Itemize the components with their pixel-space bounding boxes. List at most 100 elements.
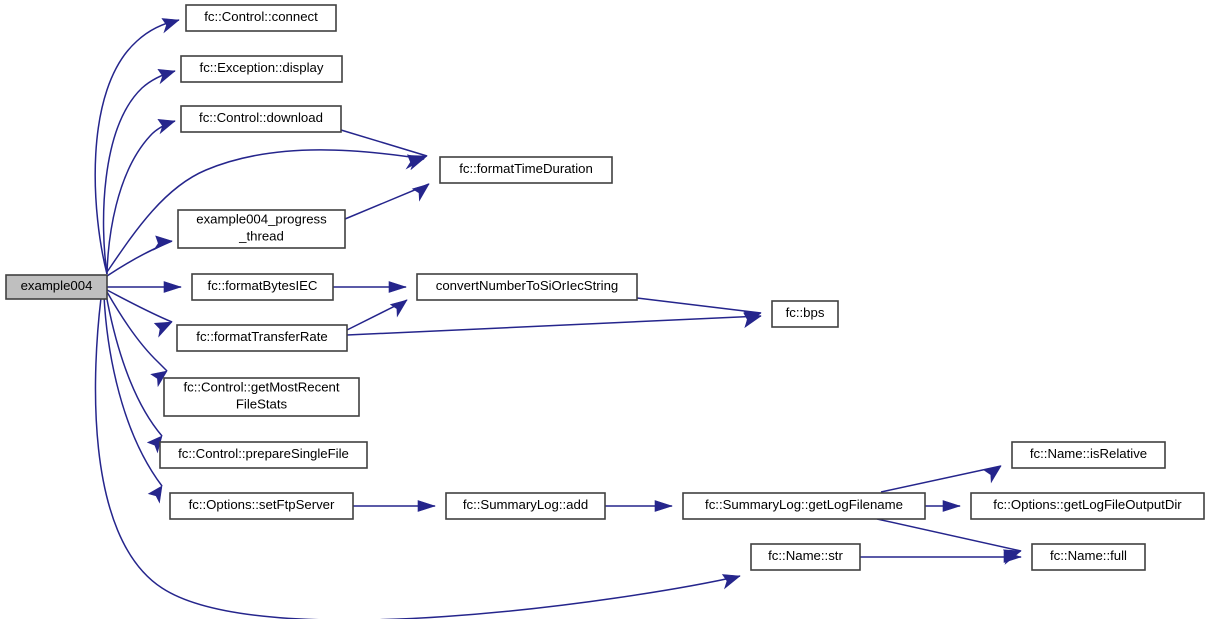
- edge-line: [880, 465, 1002, 493]
- edge-line: [103, 295, 163, 487]
- graph-node-nameStr[interactable]: fc::Name::str: [750, 543, 861, 571]
- node-box[interactable]: [176, 324, 348, 352]
- node-box[interactable]: [1031, 543, 1146, 571]
- node-box[interactable]: [180, 105, 342, 133]
- node-box[interactable]: [439, 156, 613, 184]
- call-edge-formatTransferRate-to-convertNumber: [346, 299, 408, 331]
- node-label: fc::Name::isRelative: [1030, 446, 1147, 461]
- node-label: fc::formatTimeDuration: [459, 161, 593, 176]
- node-label: fc::Control::download: [199, 110, 323, 125]
- node-box[interactable]: [169, 492, 354, 520]
- node-box[interactable]: [5, 274, 108, 300]
- call-edge-getLogFilename-to-isRelative: [880, 465, 1002, 493]
- node-label: fc::Name::str: [768, 548, 843, 563]
- node-label: fc::Control::prepareSingleFile: [178, 446, 349, 461]
- arrowhead-icon: [389, 299, 408, 318]
- graph-node-formatBytesIEC[interactable]: fc::formatBytesIEC: [191, 273, 334, 301]
- edge-line: [106, 291, 168, 372]
- node-box[interactable]: [416, 273, 638, 301]
- edge-line: [94, 19, 180, 275]
- graph-node-setFtpServer[interactable]: fc::Options::setFtpServer: [169, 492, 354, 520]
- arrowhead-icon: [942, 500, 961, 512]
- arrowhead-icon: [1003, 551, 1022, 563]
- node-box[interactable]: [682, 492, 926, 520]
- arrowhead-icon: [408, 155, 428, 170]
- graph-node-isRelative[interactable]: fc::Name::isRelative: [1011, 441, 1166, 469]
- edge-line: [340, 129, 428, 157]
- call-edge-example004-to-getMostRecent: [106, 291, 168, 388]
- node-box[interactable]: [163, 377, 360, 417]
- call-edge-progressthread-to-formatTimeDuration: [344, 183, 430, 220]
- edge-line: [105, 293, 163, 437]
- node-label: convertNumberToSiOrIecString: [436, 278, 619, 293]
- node-box[interactable]: [177, 209, 346, 249]
- node-box[interactable]: [970, 492, 1205, 520]
- node-label: fc::SummaryLog::getLogFilename: [705, 497, 903, 512]
- edge-line: [102, 70, 176, 275]
- arrowhead-icon: [163, 281, 182, 293]
- node-label: fc::bps: [786, 305, 825, 320]
- graph-node-getLogFilename[interactable]: fc::SummaryLog::getLogFilename: [682, 492, 926, 520]
- graph-node-connect[interactable]: fc::Control::connect: [185, 4, 337, 32]
- graph-node-example004[interactable]: example004: [5, 274, 108, 300]
- arrowhead-icon: [743, 312, 762, 329]
- graph-node-display[interactable]: fc::Exception::display: [180, 55, 343, 83]
- graph-node-download[interactable]: fc::Control::download: [180, 105, 342, 133]
- call-edge-example004-to-download: [106, 119, 176, 275]
- call-edge-nameStr-to-nameFull: [860, 551, 1022, 563]
- edge-line: [106, 289, 173, 323]
- node-box[interactable]: [159, 441, 368, 469]
- graph-node-formatTransferRate[interactable]: fc::formatTransferRate: [176, 324, 348, 352]
- arrowhead-icon: [157, 119, 176, 135]
- call-edge-example004-to-formatBytesIEC: [107, 281, 182, 293]
- graph-node-progressthread[interactable]: example004_progress_thread: [177, 209, 346, 249]
- call-edge-setFtpServer-to-summaryLogAdd: [353, 500, 436, 512]
- node-box[interactable]: [191, 273, 334, 301]
- arrowhead-icon: [153, 321, 173, 338]
- arrowhead-icon: [153, 235, 173, 251]
- call-edge-formatTransferRate-to-bps: [346, 312, 762, 336]
- arrowhead-icon: [417, 500, 436, 512]
- arrowhead-icon: [161, 18, 180, 34]
- graph-node-getLogFileOutputDir[interactable]: fc::Options::getLogFileOutputDir: [970, 492, 1205, 520]
- node-box[interactable]: [771, 300, 839, 328]
- graph-node-formatTimeDuration[interactable]: fc::formatTimeDuration: [439, 156, 613, 184]
- call-edge-example004-to-progressthread: [106, 235, 173, 277]
- call-edge-getLogFilename-to-getLogFileOutputDir: [925, 500, 961, 512]
- call-edge-example004-to-setFtpServer: [103, 295, 163, 504]
- node-label: fc::Options::getLogFileOutputDir: [993, 497, 1182, 512]
- call-edge-formatBytesIEC-to-convertNumber: [333, 281, 407, 293]
- edge-line: [876, 518, 1022, 552]
- graph-node-convertNumber[interactable]: convertNumberToSiOrIecString: [416, 273, 638, 301]
- call-edge-example004-to-formatTransferRate: [106, 289, 173, 338]
- edge-line: [94, 297, 741, 619]
- graph-node-summaryLogAdd[interactable]: fc::SummaryLog::add: [445, 492, 606, 520]
- call-edge-download-to-formatTimeDuration: [340, 129, 428, 170]
- call-edge-example004-to-nameStr: [94, 297, 741, 619]
- node-label: fc::Name::full: [1050, 548, 1127, 563]
- call-edge-example004-to-prepareSingleFile: [105, 293, 163, 454]
- call-edge-summaryLogAdd-to-getLogFilename: [605, 500, 673, 512]
- arrowhead-icon: [983, 465, 1002, 484]
- node-label: example004_progress_thread: [196, 212, 327, 244]
- graph-node-nameFull[interactable]: fc::Name::full: [1031, 543, 1146, 571]
- node-label: fc::Options::setFtpServer: [189, 497, 335, 512]
- arrowhead-icon: [157, 69, 176, 85]
- node-box[interactable]: [180, 55, 343, 83]
- node-box[interactable]: [1011, 441, 1166, 469]
- call-edge-example004-to-connect: [94, 18, 180, 275]
- graph-node-bps[interactable]: fc::bps: [771, 300, 839, 328]
- node-label: fc::SummaryLog::add: [463, 497, 588, 512]
- edge-line: [346, 315, 762, 336]
- arrowhead-icon: [388, 281, 407, 293]
- edges-layer: [94, 18, 1022, 619]
- graph-node-prepareSingleFile[interactable]: fc::Control::prepareSingleFile: [159, 441, 368, 469]
- node-box[interactable]: [445, 492, 606, 520]
- node-box[interactable]: [185, 4, 337, 32]
- node-box[interactable]: [750, 543, 861, 571]
- node-label: fc::Control::connect: [204, 9, 318, 24]
